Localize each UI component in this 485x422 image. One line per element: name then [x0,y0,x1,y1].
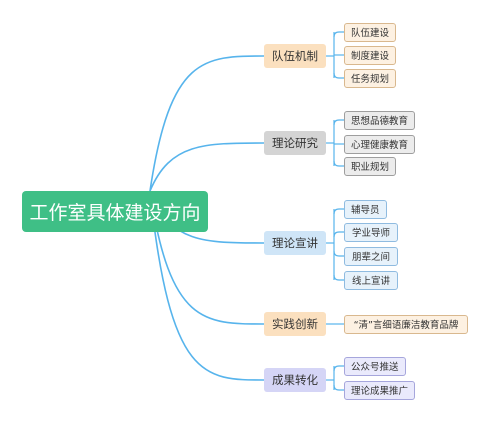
branch-topic[interactable]: 理论宣讲 [264,231,326,255]
leaf-topic[interactable]: 任务规划 [344,68,397,88]
leaf-topic[interactable]: 学业导师 [344,222,398,242]
leaf-topic[interactable]: 线上宣讲 [344,270,398,290]
leaf-topic[interactable]: 辅导员 [344,199,387,219]
leaf-connector [333,119,344,126]
branch-connector [149,142,265,192]
leaf-connector [333,365,344,372]
leaf-connector [333,274,344,281]
leaf-connector [333,160,344,167]
leaf-topic[interactable]: 职业规划 [344,156,397,176]
leaf-connector [333,31,344,38]
branch-topic[interactable]: 队伍机制 [264,44,326,68]
leaf-topic[interactable]: 心理健康教育 [344,134,416,154]
leaf-connector [333,231,344,238]
leaf-topic[interactable]: “清”言细语廉洁教育品牌 [344,314,468,334]
branch-connector [149,190,265,325]
leaf-topic[interactable]: 思想品德教育 [344,110,416,130]
branch-topic[interactable]: 成果转化 [264,368,326,392]
leaf-connector [333,208,344,215]
branch-connector [149,55,265,192]
leaf-connector [333,384,344,391]
leaf-connector [333,250,344,257]
branch-topic[interactable]: 理论研究 [264,131,326,155]
leaf-topic[interactable]: 队伍建设 [344,22,397,42]
leaf-topic[interactable]: 公众号推送 [344,356,406,376]
leaf-topic[interactable]: 朋辈之间 [344,246,398,266]
leaf-connector [333,72,344,79]
branch-topic[interactable]: 实践创新 [264,312,326,336]
leaf-topic[interactable]: 制度建设 [344,45,397,65]
central-topic[interactable]: 工作室具体建设方向 [22,191,208,232]
leaf-topic[interactable]: 理论成果推广 [344,380,416,400]
branch-connector [149,190,265,381]
